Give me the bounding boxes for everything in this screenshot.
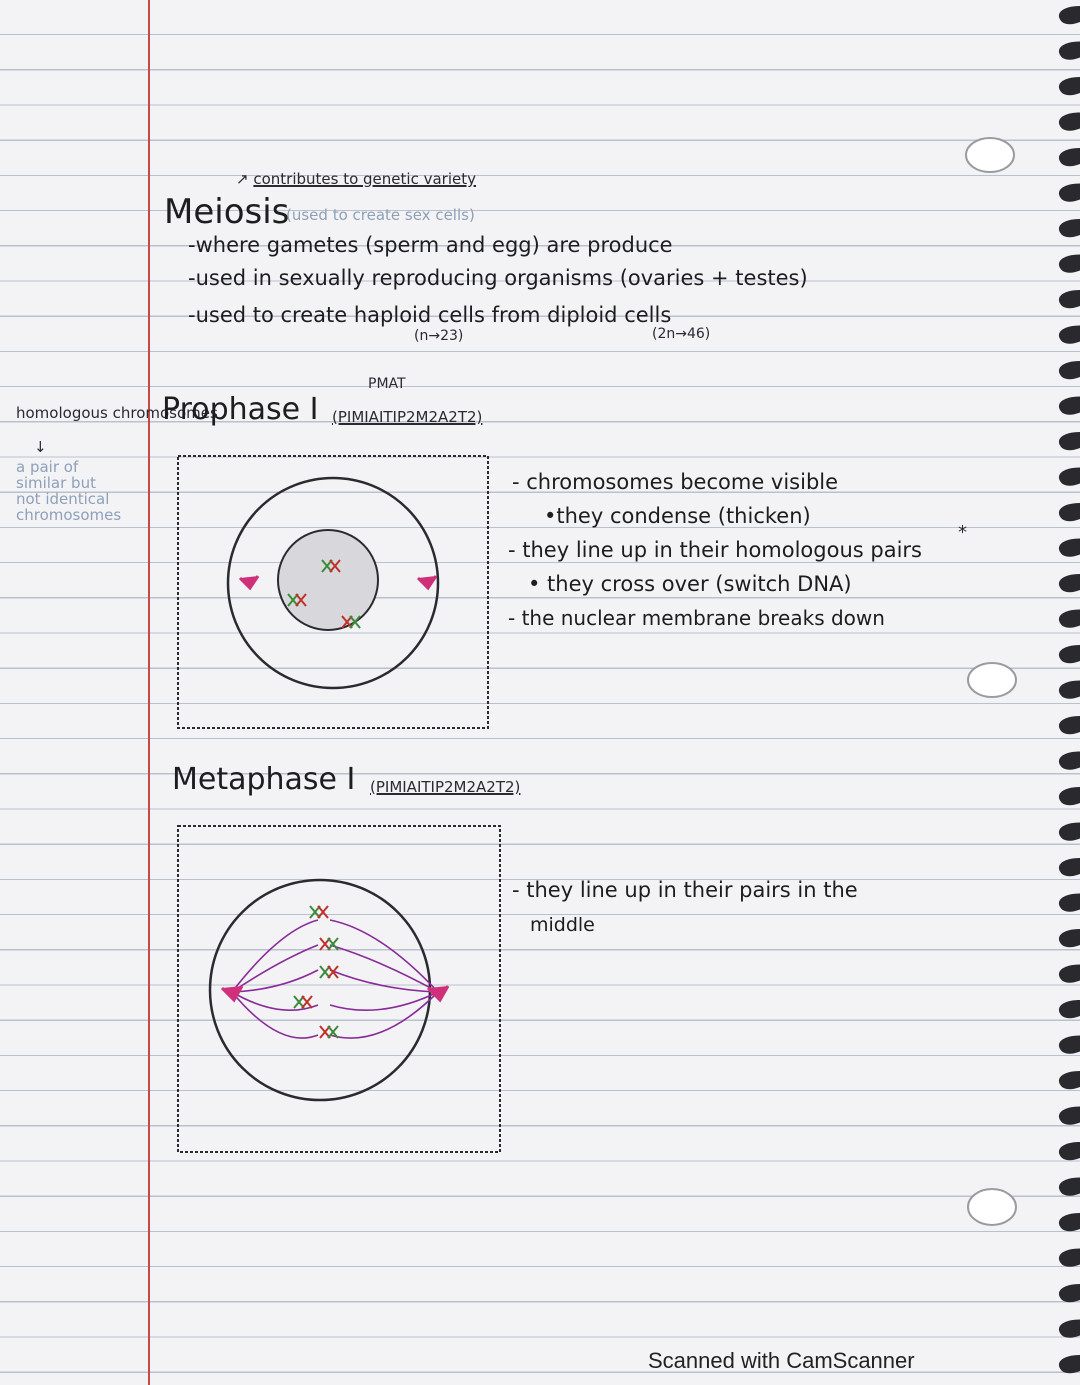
sidebar-term: homologous chromosomes bbox=[16, 404, 218, 422]
sidebar-definition: not identical bbox=[16, 490, 110, 508]
metaphase-note: - they line up in their pairs in the bbox=[512, 878, 858, 902]
spiral-ring-icon bbox=[1058, 538, 1080, 557]
spiral-ring-icon bbox=[1058, 574, 1080, 593]
spiral-ring-icon bbox=[1058, 325, 1080, 344]
spiral-ring-icon bbox=[1058, 432, 1080, 451]
spiral-ring-icon bbox=[1058, 751, 1080, 770]
prophase-diagram bbox=[177, 455, 489, 729]
prophase-code: (PIMIAITIP2M2A2T2) bbox=[332, 408, 483, 426]
spiral-ring-icon bbox=[1058, 396, 1080, 415]
spiral-ring-icon bbox=[1058, 219, 1080, 238]
sidebar-definition: similar but bbox=[16, 474, 96, 492]
hole-punch-icon bbox=[967, 662, 1017, 698]
spiral-ring-icon bbox=[1058, 112, 1080, 131]
spiral-ring-icon bbox=[1058, 6, 1080, 25]
spiral-ring-icon bbox=[1058, 361, 1080, 380]
spiral-ring-icon bbox=[1058, 1142, 1080, 1161]
prophase-note: •they condense (thicken) bbox=[544, 504, 811, 528]
sidebar-definition: a pair of bbox=[16, 458, 79, 476]
meiosis-title: Meiosis bbox=[164, 192, 290, 232]
spiral-ring-icon bbox=[1058, 858, 1080, 877]
pmat-label: PMAT bbox=[368, 376, 406, 392]
spiral-ring-icon bbox=[1058, 503, 1080, 522]
spiral-ring-icon bbox=[1058, 148, 1080, 167]
spiral-ring-icon bbox=[1058, 467, 1080, 486]
spiral-ring-icon bbox=[1058, 77, 1080, 96]
prophase-note: - the nuclear membrane breaks down bbox=[508, 606, 885, 630]
spiral-ring-icon bbox=[1058, 929, 1080, 948]
prophase-note: - they line up in their homologous pairs bbox=[508, 538, 922, 562]
hole-punch-icon bbox=[967, 1188, 1017, 1226]
spiral-ring-icon bbox=[1058, 1106, 1080, 1125]
spiral-ring-icon bbox=[1058, 893, 1080, 912]
spiral-ring-icon bbox=[1058, 1071, 1080, 1090]
spiral-ring-icon bbox=[1058, 1177, 1080, 1196]
spiral-ring-icon bbox=[1058, 645, 1080, 664]
spiral-ring-icon bbox=[1058, 1000, 1080, 1019]
spiral-ring-icon bbox=[1058, 716, 1080, 735]
asterisk: * bbox=[958, 522, 967, 543]
diploid-note: (2n→46) bbox=[652, 326, 711, 342]
meiosis-bullet: -used in sexually reproducing organisms … bbox=[188, 266, 808, 290]
margin-line bbox=[148, 0, 150, 1385]
prophase-title: Prophase I bbox=[162, 392, 319, 427]
metaphase-note: middle bbox=[530, 914, 595, 936]
metaphase-title: Metaphase I bbox=[172, 762, 356, 797]
spiral-ring-icon bbox=[1058, 609, 1080, 628]
sidebar-definition: chromosomes bbox=[16, 506, 122, 524]
spiral-ring-icon bbox=[1058, 964, 1080, 983]
metaphase-code: (PIMIAITIP2M2A2T2) bbox=[370, 778, 521, 796]
prophase-note: • they cross over (switch DNA) bbox=[528, 572, 852, 596]
arrow-icon: ↗ bbox=[236, 170, 254, 188]
spiral-ring-icon bbox=[1058, 1355, 1080, 1374]
spiral-ring-icon bbox=[1058, 1213, 1080, 1232]
spiral-ring-icon bbox=[1058, 680, 1080, 699]
prophase-note: - chromosomes become visible bbox=[512, 470, 839, 494]
spiral-ring-icon bbox=[1058, 1284, 1080, 1303]
footer-watermark: Scanned with CamScanner bbox=[648, 1348, 915, 1373]
spiral-binding bbox=[1058, 6, 1080, 1374]
header-note: ↗ contributes to genetic variety bbox=[236, 170, 476, 188]
spiral-ring-icon bbox=[1058, 822, 1080, 841]
spiral-ring-icon bbox=[1058, 787, 1080, 806]
hole-punch-icon bbox=[965, 137, 1015, 173]
metaphase-diagram bbox=[177, 825, 501, 1153]
spiral-ring-icon bbox=[1058, 1035, 1080, 1054]
down-arrow-icon: ↓ bbox=[34, 438, 47, 456]
meiosis-bullet: -used to create haploid cells from diplo… bbox=[188, 303, 672, 327]
spiral-ring-icon bbox=[1058, 1319, 1080, 1338]
spiral-ring-icon bbox=[1058, 183, 1080, 202]
haploid-note: (n→23) bbox=[414, 328, 464, 344]
spiral-ring-icon bbox=[1058, 254, 1080, 273]
meiosis-bullet: -where gametes (sperm and egg) are produ… bbox=[188, 233, 673, 257]
spiral-ring-icon bbox=[1058, 1248, 1080, 1267]
spiral-ring-icon bbox=[1058, 290, 1080, 309]
meiosis-subtitle: (used to create sex cells) bbox=[286, 206, 475, 224]
spiral-ring-icon bbox=[1058, 41, 1080, 60]
